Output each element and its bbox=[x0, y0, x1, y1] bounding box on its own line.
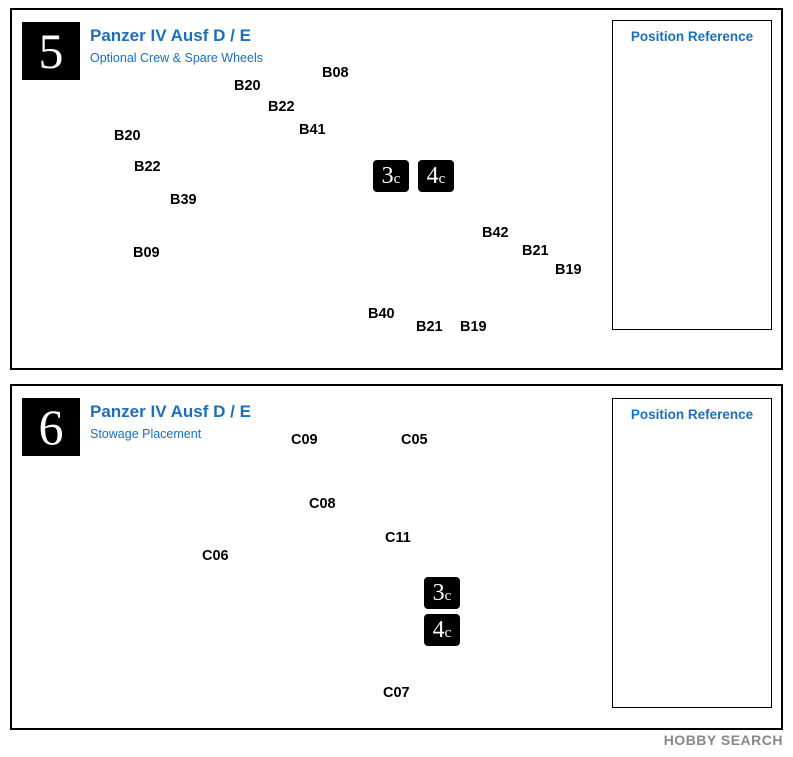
step-title: Panzer IV Ausf D / E bbox=[90, 26, 251, 45]
part-label: B20 bbox=[234, 78, 261, 94]
part-label: C09 bbox=[291, 432, 318, 448]
step-number: 6 bbox=[22, 398, 80, 456]
kit-badge-4c: 4c bbox=[424, 614, 460, 646]
part-label: B40 bbox=[368, 306, 395, 322]
part-label: B20 bbox=[114, 128, 141, 144]
part-label: B19 bbox=[555, 262, 582, 278]
part-label: C11 bbox=[385, 530, 411, 546]
part-label: B22 bbox=[134, 159, 161, 175]
part-label: C07 bbox=[383, 685, 410, 701]
kit-badge-3c: 3c bbox=[373, 160, 409, 192]
part-label: B09 bbox=[133, 245, 160, 261]
step-number: 5 bbox=[22, 22, 80, 80]
kit-badge-4c: 4c bbox=[418, 160, 454, 192]
position-reference-title: Position Reference bbox=[630, 407, 754, 422]
kit-badge-3c: 3c bbox=[424, 577, 460, 609]
part-label: B42 bbox=[482, 225, 509, 241]
step-subtitle: Optional Crew & Spare Wheels bbox=[90, 51, 263, 65]
part-label: C06 bbox=[202, 548, 229, 564]
part-label: C05 bbox=[401, 432, 428, 448]
part-label: B08 bbox=[322, 65, 349, 81]
part-label: B39 bbox=[170, 192, 197, 208]
watermark: HOBBY SEARCH bbox=[663, 732, 783, 748]
position-reference-box: Position Reference bbox=[612, 398, 772, 708]
part-label: B21 bbox=[522, 243, 549, 259]
step-title: Panzer IV Ausf D / E bbox=[90, 402, 251, 421]
step-6-panel: 6 Panzer IV Ausf D / E Stowage Placement… bbox=[10, 384, 783, 730]
position-reference-title: Position Reference bbox=[630, 29, 754, 44]
part-label: B21 bbox=[416, 319, 443, 335]
step-subtitle: Stowage Placement bbox=[90, 427, 202, 441]
part-label: B22 bbox=[268, 99, 295, 115]
part-label: B41 bbox=[299, 122, 326, 138]
part-label: C08 bbox=[309, 496, 336, 512]
part-label: B19 bbox=[460, 319, 487, 335]
position-reference-box: Position Reference bbox=[612, 20, 772, 330]
